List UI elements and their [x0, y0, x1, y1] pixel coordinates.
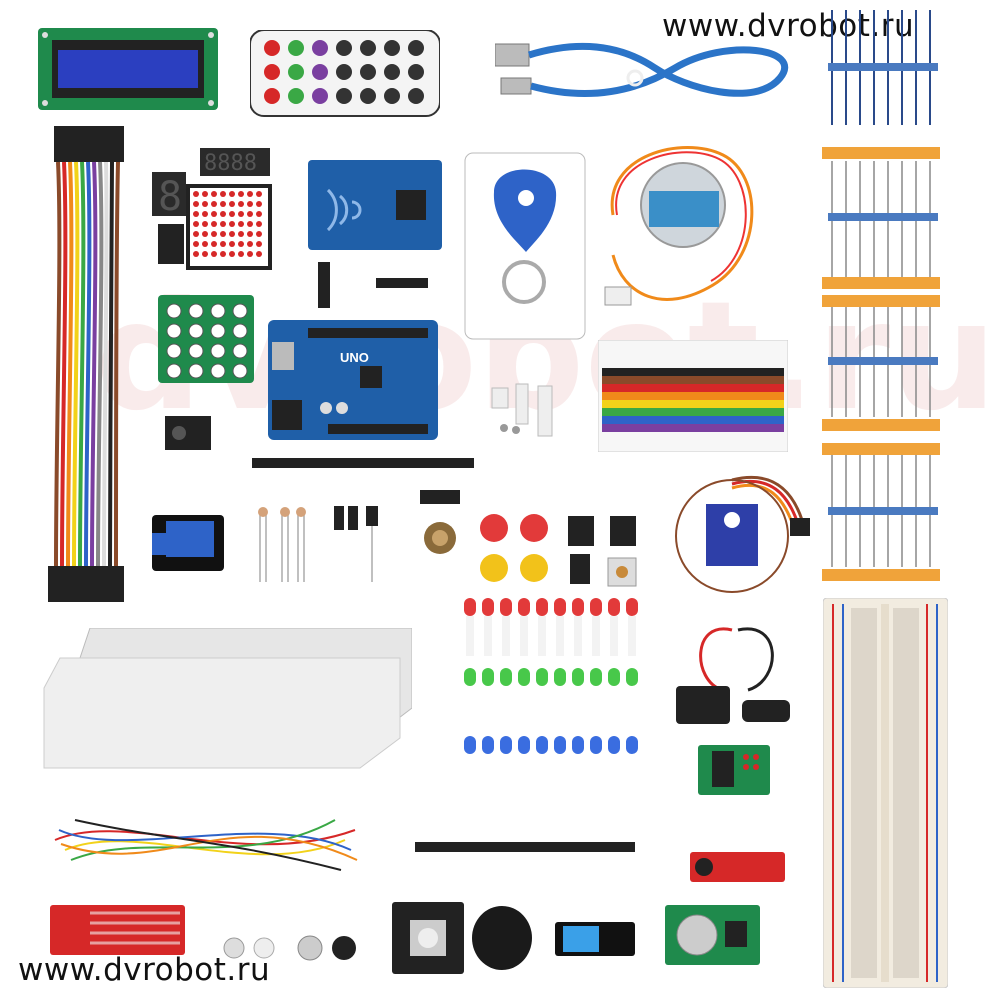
- stepper-motor: [604, 146, 754, 306]
- breadboard-jumper-wires: [54, 819, 358, 871]
- uno-logo: UNO: [340, 350, 369, 365]
- svg-text:8: 8: [158, 174, 182, 220]
- footer-site-url[interactable]: www.dvrobot.ru: [18, 952, 271, 988]
- uno-board: UNO: [268, 320, 438, 440]
- dupont-jumper-ribbon: [48, 126, 124, 602]
- pin-header-strip: [415, 842, 635, 852]
- push-buttons: [480, 514, 637, 587]
- resistor-strip: [822, 10, 940, 581]
- pin-headers: [318, 262, 428, 308]
- keypad-4x4: [158, 295, 254, 383]
- water-sensor: [50, 905, 185, 955]
- servo-horns: [491, 383, 553, 437]
- stepper-driver-board: [698, 745, 770, 795]
- rfid-key-fob: [464, 152, 586, 340]
- ir-remote-control: [250, 30, 440, 117]
- 8x8-led-matrix: [190, 188, 268, 266]
- led-array: [464, 598, 638, 754]
- resistor-color-chart: [598, 340, 788, 452]
- sensor-leads: [258, 506, 378, 582]
- small-parts: [223, 935, 356, 961]
- servo-motor: [675, 475, 810, 593]
- lcd-1602-display: [38, 28, 218, 110]
- long-pin-header: [252, 458, 474, 468]
- joystick-module: [392, 902, 532, 974]
- usb-cable: [495, 42, 789, 97]
- potentiometer: [420, 490, 460, 554]
- dht11-sensor: [555, 922, 635, 956]
- rtc-module: [665, 905, 760, 965]
- breadboard: [823, 598, 948, 988]
- sound-sensor: [690, 852, 785, 882]
- battery-clip: [676, 627, 790, 724]
- header-site-url[interactable]: www.dvrobot.ru: [662, 8, 915, 44]
- ir-receiver-module: [165, 416, 211, 450]
- relay-module: [152, 515, 224, 571]
- rfid-reader-module: [308, 160, 442, 250]
- svg-text:8888: 8888: [204, 151, 257, 176]
- component-boxes: [43, 628, 412, 769]
